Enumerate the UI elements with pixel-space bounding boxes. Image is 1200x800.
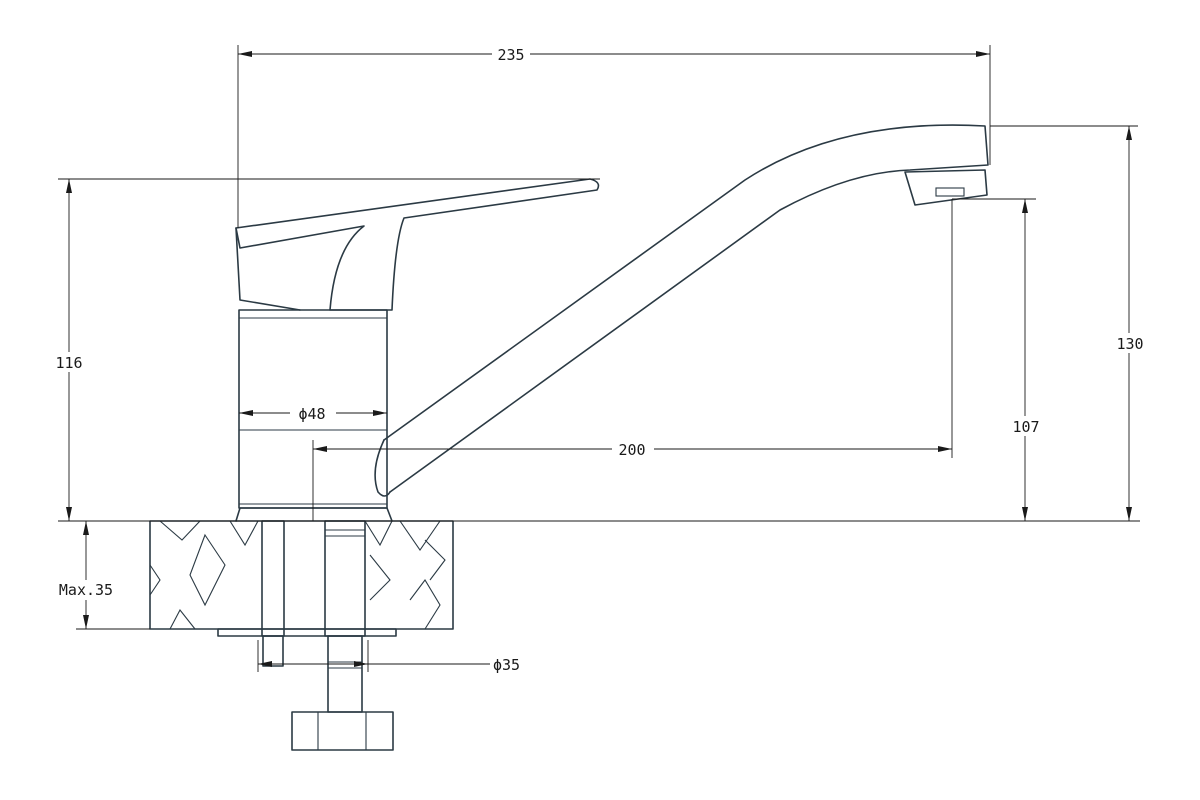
dim-label-outlet-height: 107 [1012,418,1039,436]
stud-right [324,520,366,637]
faucet-outline [149,124,989,751]
lever-handle [235,178,600,311]
lever-cap [235,227,301,311]
dimension-labels: 235 130 107 116 200 ϕ48 Max.35 ϕ35 [52,45,1146,674]
base-flange [235,507,393,522]
supply-tube [327,635,363,713]
stud-left [261,520,285,637]
hex-nut [291,711,394,751]
spout-outer [383,124,989,493]
aerator [904,169,988,206]
dim-label-overall-length: 235 [497,46,524,64]
aerator-slot [935,187,965,197]
dim-label-hole-diameter: ϕ35 [493,656,520,674]
counter-section [149,520,454,630]
counter-hatch [149,520,446,630]
spout-tip [374,439,391,497]
dim-label-reach: 200 [618,441,645,459]
dim-label-mount-thickness: Max.35 [59,581,113,599]
dim-label-body-diameter: ϕ48 [298,405,325,423]
dimension-lines [58,45,1140,672]
mount-plate [217,628,397,637]
dim-label-spout-height: 130 [1116,335,1143,353]
fixing-stud [262,635,284,667]
dim-label-body-height: 116 [55,354,82,372]
